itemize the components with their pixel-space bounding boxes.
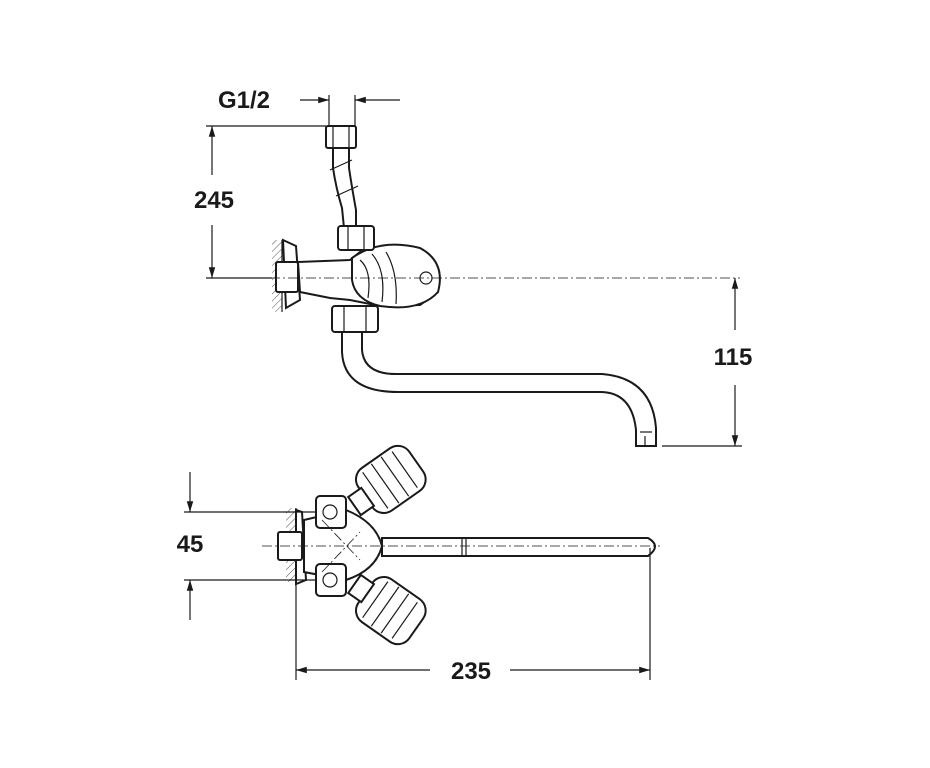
- union-nut-lower-top: [315, 563, 347, 597]
- knob-side: [351, 243, 441, 309]
- dim-thread-label: G1/2: [218, 87, 270, 114]
- knob-lower-top: [346, 573, 427, 646]
- top-view: 45 235: [177, 444, 660, 685]
- inlet-nut: [325, 125, 357, 149]
- spout-side: [341, 331, 657, 447]
- dim-spout-drop-label: 115: [714, 344, 753, 371]
- dim-height-label: 245: [194, 187, 234, 214]
- union-nut-lower: [331, 305, 379, 333]
- dim-spout-length-label: 235: [451, 658, 491, 685]
- spout-top: [381, 537, 656, 557]
- union-nut-upper: [337, 225, 375, 251]
- side-view: G1/2 245 115: [194, 87, 753, 447]
- knob-upper-top: [346, 444, 427, 517]
- wall-nut-side: [275, 261, 299, 293]
- dim-centres-label: 45: [177, 531, 204, 558]
- union-nut-upper-top: [315, 495, 347, 529]
